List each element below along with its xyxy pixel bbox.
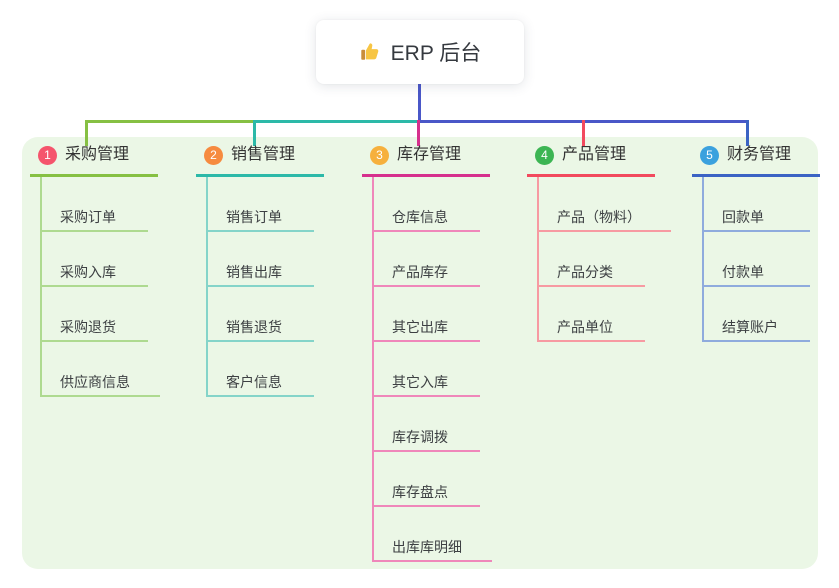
- branch-3-header[interactable]: 3 库存管理: [362, 140, 490, 177]
- child-node[interactable]: 仓库信息: [374, 177, 480, 232]
- branch-title: 采购管理: [65, 146, 130, 163]
- root-node-title: ERP 后台: [390, 42, 482, 65]
- branch-4-children: 产品（物料）产品分类产品单位: [537, 177, 693, 342]
- thumbs-up-icon: [359, 41, 381, 63]
- child-node[interactable]: 销售退货: [208, 287, 314, 342]
- branch-1: 1 采购管理采购订单采购入库采购退货供应商信息: [30, 140, 196, 397]
- branch-4-header[interactable]: 4 产品管理: [527, 140, 655, 177]
- child-node[interactable]: 库存盘点: [374, 452, 480, 507]
- branch-1-header[interactable]: 1 采购管理: [30, 140, 158, 177]
- child-node[interactable]: 销售订单: [208, 177, 314, 232]
- branch-1-drop-connector: [85, 120, 88, 146]
- branch-3-drop-connector: [417, 120, 420, 146]
- branch-number-badge: 5: [700, 145, 719, 165]
- branch-5-children: 回款单付款单结算账户: [702, 177, 839, 342]
- child-node[interactable]: 付款单: [704, 232, 810, 287]
- branch-title: 销售管理: [231, 146, 296, 163]
- child-node[interactable]: 结算账户: [704, 287, 810, 342]
- child-node[interactable]: 回款单: [704, 177, 810, 232]
- branch-1-children: 采购订单采购入库采购退货供应商信息: [40, 177, 196, 397]
- child-node[interactable]: 其它出库: [374, 287, 480, 342]
- root-node[interactable]: ERP 后台: [316, 20, 524, 84]
- branch-5-header[interactable]: 5 财务管理: [692, 140, 820, 177]
- branch-title: 财务管理: [727, 146, 792, 163]
- branch-2-children: 销售订单销售出库销售退货客户信息: [206, 177, 362, 397]
- branch-3-children: 仓库信息产品库存其它出库其它入库库存调拨库存盘点出库库明细: [372, 177, 528, 562]
- child-node[interactable]: 销售出库: [208, 232, 314, 287]
- mindmap-background-panel: [22, 137, 818, 569]
- branch-number-badge: 1: [38, 145, 57, 165]
- child-node[interactable]: 其它入库: [374, 342, 480, 397]
- child-node[interactable]: 产品（物料）: [539, 177, 671, 232]
- branch-number-badge: 4: [535, 145, 554, 165]
- child-node[interactable]: 产品分类: [539, 232, 645, 287]
- connector-bar-left: [85, 120, 253, 123]
- child-node[interactable]: 产品库存: [374, 232, 480, 287]
- branch-number-badge: 2: [204, 145, 223, 165]
- child-node[interactable]: 供应商信息: [42, 342, 160, 397]
- branch-title: 库存管理: [397, 146, 462, 163]
- branch-2: 2 销售管理销售订单销售出库销售退货客户信息: [196, 140, 362, 397]
- child-node[interactable]: 采购退货: [42, 287, 148, 342]
- branch-2-drop-connector: [253, 120, 256, 146]
- branch-4: 4 产品管理产品（物料）产品分类产品单位: [527, 140, 693, 342]
- child-node[interactable]: 采购入库: [42, 232, 148, 287]
- connector-bar-middle: [253, 120, 417, 123]
- child-node[interactable]: 产品单位: [539, 287, 645, 342]
- branch-4-drop-connector: [582, 120, 585, 146]
- root-connector-stem: [418, 84, 421, 123]
- child-node[interactable]: 出库库明细: [374, 507, 492, 562]
- branch-2-header[interactable]: 2 销售管理: [196, 140, 324, 177]
- branch-5-drop-connector: [746, 120, 749, 146]
- child-node[interactable]: 库存调拨: [374, 397, 480, 452]
- branch-title: 产品管理: [562, 146, 627, 163]
- branch-number-badge: 3: [370, 145, 389, 165]
- branch-3: 3 库存管理仓库信息产品库存其它出库其它入库库存调拨库存盘点出库库明细: [362, 140, 528, 562]
- child-node[interactable]: 客户信息: [208, 342, 314, 397]
- child-node[interactable]: 采购订单: [42, 177, 148, 232]
- branch-5: 5 财务管理回款单付款单结算账户: [692, 140, 839, 342]
